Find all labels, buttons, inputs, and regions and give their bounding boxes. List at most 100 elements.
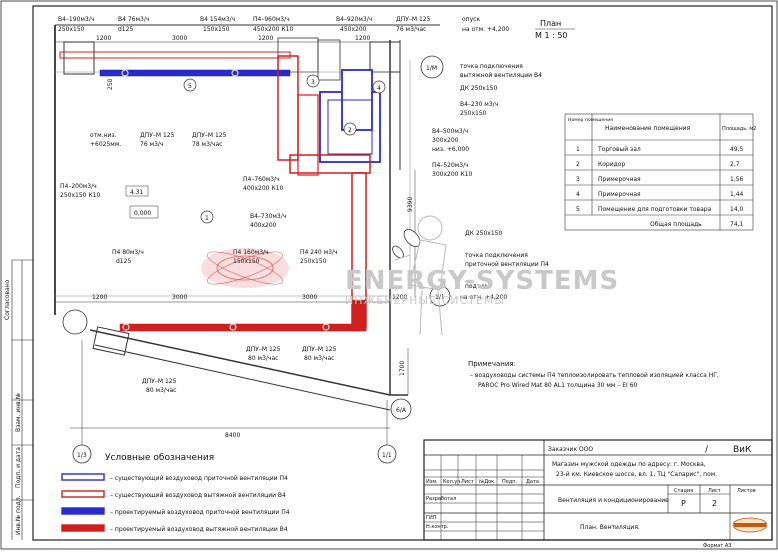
watermark-sub: ИНЖЕНЕРНЫЕ СИСТЕМЫ — [345, 294, 505, 307]
stamp-inv: Инв.№ подл. — [15, 495, 22, 535]
legend-title: Условные обозначения — [105, 453, 214, 463]
label-v4-230-size: 250х150 — [460, 110, 487, 117]
plan-scale: М 1 : 50 — [535, 31, 568, 40]
label-mark-000: 0,000 — [134, 210, 151, 217]
tb-address2: 23-й км. Киевское шоссе, вл. 1, ТЦ "Сала… — [556, 471, 717, 478]
tb-sheets-h: Листов — [737, 488, 756, 494]
tb-section: Вентиляция и кондиционирование — [558, 497, 669, 504]
label-dk250-b: ДК 250х150 — [465, 230, 502, 237]
label-v4-154: В4 154м3/ч — [200, 16, 235, 23]
watermark-brand: ENERGY-SYSTEMS — [345, 266, 619, 296]
stamp-sign-date: Подп. и дата — [15, 447, 22, 488]
axis-markers — [62, 55, 451, 464]
table-cell: 2,7 — [730, 161, 740, 168]
tb-col-izm: Изм. — [426, 479, 438, 485]
notes-title: Примечания: — [468, 360, 516, 368]
label-dpu-d: ДПУ–М 125 — [246, 346, 281, 353]
dim-3000-b: 3000 — [172, 294, 187, 301]
label-p4-200-size: 250х150 К10 — [60, 192, 100, 199]
axis-6a: 6/А — [396, 407, 407, 414]
table-cell: Примерочная — [598, 191, 641, 198]
tb-col-list: Лист — [461, 479, 474, 485]
legend-text-3: – проектируемый воздуховод приточной вен… — [110, 509, 290, 516]
tb-col-ndok: №Док. — [479, 479, 496, 485]
table-total-label: Общая площадь — [650, 221, 702, 228]
engineer-figure — [394, 215, 447, 336]
label-conn-p4-b: приточной вентиляции П4 — [465, 261, 549, 268]
label-dk250-a: ДК 250х150 — [460, 85, 497, 92]
table-header-name: Наименование помещения — [605, 125, 691, 132]
tb-col-data: Дата — [526, 479, 539, 485]
label-p4-160-size: 150х150 — [233, 258, 260, 265]
inner-frame — [32, 5, 773, 541]
table-cell: 14,0 — [730, 206, 744, 213]
room-2: 2 — [348, 127, 352, 134]
label-dpu-top: ДПУ–М 125 — [396, 16, 431, 23]
room-table-rows: 1 Торговый зал 49,5 2 Коридор 2,7 3 Прим… — [576, 146, 744, 228]
axis-1-1-bottom: 1/1 — [382, 452, 392, 459]
label-opusk: опуск — [462, 16, 480, 23]
label-v4-920-size: 450х200 — [340, 26, 367, 33]
label-dpu-d-flow: 80 м3/час — [248, 355, 278, 362]
tb-col-kolu: Кол.уч. — [443, 479, 462, 485]
legend-text-2: – существующий воздуховод вытяжной венти… — [110, 492, 286, 499]
label-v4-190-size: 250х150 — [58, 26, 85, 33]
legend-swatch-2 — [61, 490, 105, 498]
title-block — [423, 439, 773, 541]
label-podj-level: на отм. +4,200 — [460, 294, 507, 301]
label-v4-230: В4–230 м3/ч — [460, 101, 498, 108]
building-walls — [54, 24, 440, 445]
table-header-area: Площадь, м2 — [722, 126, 756, 132]
label-p4-960-size: 450х200 К10 — [253, 26, 293, 33]
table-cell: 3 — [576, 176, 580, 183]
label-v4-730: В4–730м3/ч — [250, 213, 286, 220]
axis-1m: 1/М — [426, 65, 437, 72]
label-p4-80: П4 80м3/ч — [112, 249, 144, 256]
tb-drawing: План. Вентиляция. — [580, 524, 640, 531]
room-table — [564, 113, 754, 231]
dim-250: 250 — [107, 78, 114, 90]
axis-1-1-right: 1/1 — [435, 294, 445, 301]
label-p4-520: П4–520м3/ч — [432, 162, 469, 169]
table-cell: Торговый зал — [597, 146, 641, 153]
room-1: 1 — [205, 215, 209, 222]
label-v4-500: В4–500м3/ч — [432, 128, 468, 135]
label-v4-76-size: d125 — [118, 26, 133, 33]
table-header-num: Номер помещения — [568, 117, 613, 123]
label-dpu-b-flow: 78 м3/час — [192, 141, 222, 148]
stamp-agreed: Согласовано — [4, 279, 11, 320]
tb-address1: Магазин мужской одежды по адресу: г. Мос… — [552, 461, 706, 468]
label-conn-v4-b: вытяжной вентиляции В4 — [460, 72, 542, 79]
label-mark-431: 4.31 — [130, 189, 144, 196]
tb-dev: Разработал — [426, 496, 456, 502]
label-podj: подъем — [465, 283, 489, 290]
table-cell: 1,44 — [730, 191, 744, 198]
table-cell: Примерочная — [598, 176, 641, 183]
label-p4-160: П4 160м3/ч — [233, 249, 269, 256]
tb-columns: Изм. Кол.уч. Лист №Док. Подп. Дата — [426, 479, 539, 485]
tb-format: Формат А3 — [703, 543, 731, 549]
center-glow — [201, 248, 289, 288]
label-v4-730-size: 400х200 — [250, 222, 277, 229]
label-v4-154-size: 150х150 — [203, 26, 230, 33]
room-markers — [183, 74, 386, 224]
duct-labels: В4–190м3/ч 250х150 В4 76м3/ч d125 В4 154… — [58, 16, 549, 394]
dim-3000-a: 3000 — [172, 35, 187, 42]
dim-9390: 9390 — [407, 197, 414, 212]
label-v4-500-size: 300х200 — [432, 137, 459, 144]
tb-sheet-h: Лист — [708, 488, 721, 494]
tb-slash: / — [705, 445, 709, 455]
tb-stage-h: Стадия — [674, 488, 693, 494]
label-v4-190: В4–190м3/ч — [58, 16, 94, 23]
table-cell: 5 — [576, 206, 580, 213]
label-dpu-a: ДПУ–М 125 — [140, 132, 175, 139]
label-p4-960: П4–960м3/ч — [253, 16, 290, 23]
room-4: 4 — [377, 85, 381, 92]
label-p4-760: П4–760м3/ч — [243, 176, 280, 183]
dim-1700: 1700 — [399, 361, 406, 376]
exhaust-ducts — [59, 51, 371, 332]
tb-stage: Р — [681, 499, 686, 508]
table-cell: 1,56 — [730, 176, 744, 183]
